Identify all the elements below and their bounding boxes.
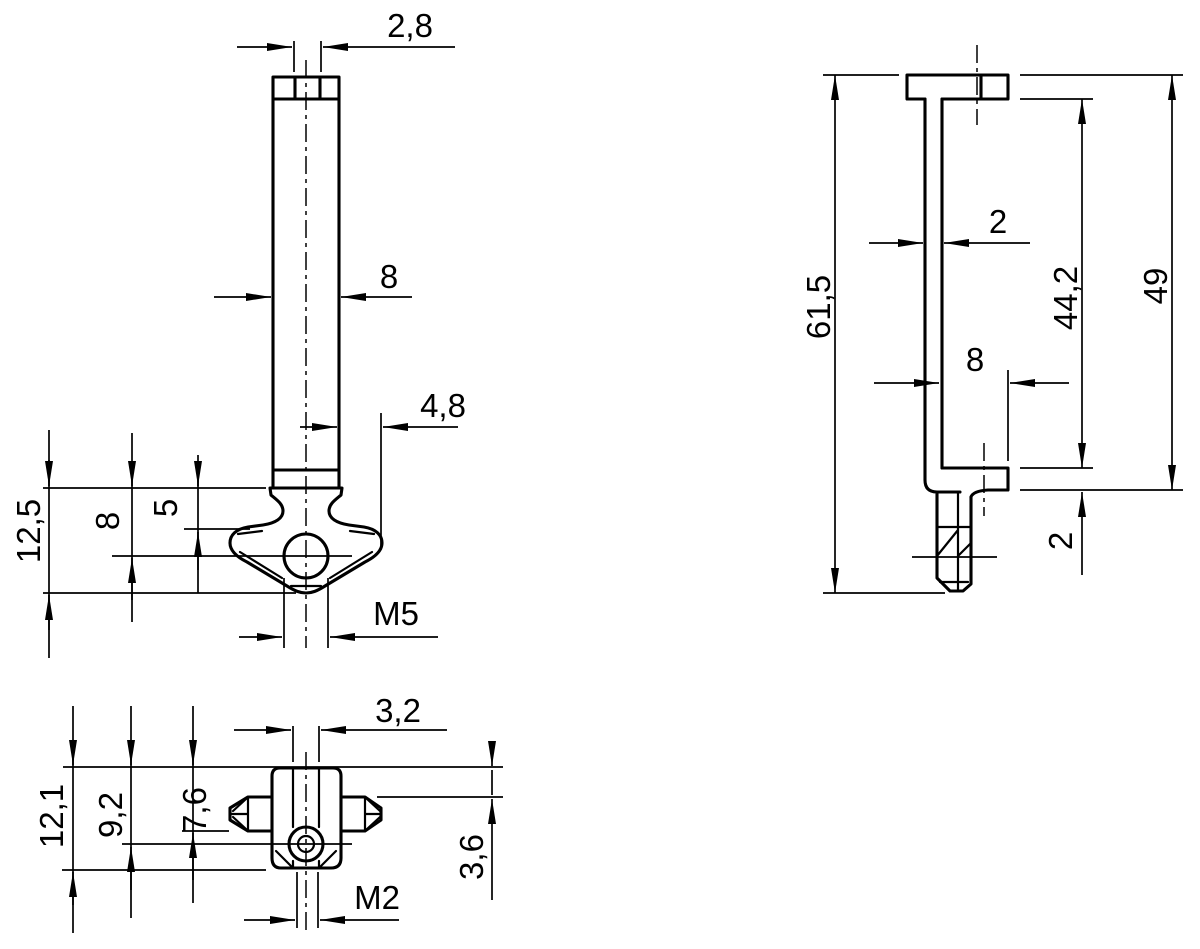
front-dim-wing-overhang: 4,8 [300, 387, 466, 548]
side-extension-lines [823, 74, 1183, 594]
side-overall-height-label: 61,5 [800, 275, 837, 339]
bottom-body [270, 766, 343, 870]
side-dim-inner-height: 44,2 [1047, 99, 1086, 468]
side-dim-channel-depth: 8 [874, 341, 1069, 461]
front-view: 2,8 8 4,8 12,5 8 [10, 7, 466, 658]
front-dim-stem-width: 8 [214, 258, 412, 301]
side-channel-depth-label: 8 [966, 341, 984, 378]
front-wing-overhang-label: 4,8 [420, 387, 466, 424]
front-dim-thread: M5 [239, 578, 438, 648]
bottom-dim-tab-bottom-offset: 7,6 [176, 706, 213, 903]
front-overall-height-label: 12,5 [10, 499, 47, 563]
front-hole-offset-label: 8 [89, 512, 126, 530]
front-stem-width-label: 8 [380, 258, 398, 295]
bottom-tab-top-offset-label: 3,6 [453, 834, 490, 880]
side-dim-overall-height: 61,5 [800, 75, 839, 593]
side-dim-stem-thickness: 2 [869, 203, 1030, 247]
side-stem-thickness-label: 2 [989, 203, 1007, 240]
side-flange [905, 73, 1010, 101]
side-dim-outer-height: 49 [1137, 75, 1176, 490]
front-dim-slot-width: 2,8 [237, 7, 455, 72]
side-pin [923, 478, 973, 593]
bottom-view: 3,2 12,1 9,2 7,6 3,6 [33, 692, 503, 934]
bottom-overall-depth-label: 12,1 [33, 784, 70, 848]
bottom-body-detail [274, 766, 338, 870]
bottom-left-tab-detail [228, 795, 250, 833]
front-foot-inner-lines [236, 529, 376, 588]
bottom-slot-width-label: 3,2 [375, 692, 421, 729]
front-dim-hole-center-offset: 8 [89, 433, 136, 622]
side-lip-thickness-label: 2 [1042, 532, 1079, 550]
bottom-dim-thread: M2 [244, 879, 400, 924]
side-stem [923, 97, 944, 482]
bottom-hole-offset-label: 9,2 [92, 792, 129, 838]
side-view: 61,5 2 8 44,2 49 2 [800, 45, 1183, 594]
bottom-dim-tab-top-offset: 3,6 [453, 741, 496, 900]
side-dim-lip-thickness: 2 [1042, 492, 1086, 575]
bottom-dim-overall-depth: 12,1 [33, 706, 77, 933]
front-thread-label: M5 [373, 595, 419, 632]
bottom-dim-hole-center-offset: 9,2 [92, 706, 135, 918]
bottom-thread-label: M2 [354, 879, 400, 916]
front-dim-wing-top-offset: 5 [147, 455, 250, 593]
side-inner-height-label: 44,2 [1047, 266, 1084, 330]
bottom-right-tab-detail [363, 795, 383, 833]
front-dim-overall-height: 12,5 [10, 430, 296, 658]
side-pin-detail [935, 490, 973, 593]
side-part [905, 73, 1010, 593]
side-wing [940, 466, 1010, 499]
bottom-dim-slot-width: 3,2 [234, 692, 447, 734]
front-wing-top-offset-label: 5 [147, 499, 184, 517]
front-foot-outline [228, 486, 384, 595]
bottom-extension-lines [62, 726, 503, 928]
side-outer-height-label: 49 [1137, 268, 1174, 305]
front-slot-width-label: 2,8 [387, 7, 433, 44]
bottom-tab-bottom-offset-label: 7,6 [176, 787, 213, 833]
